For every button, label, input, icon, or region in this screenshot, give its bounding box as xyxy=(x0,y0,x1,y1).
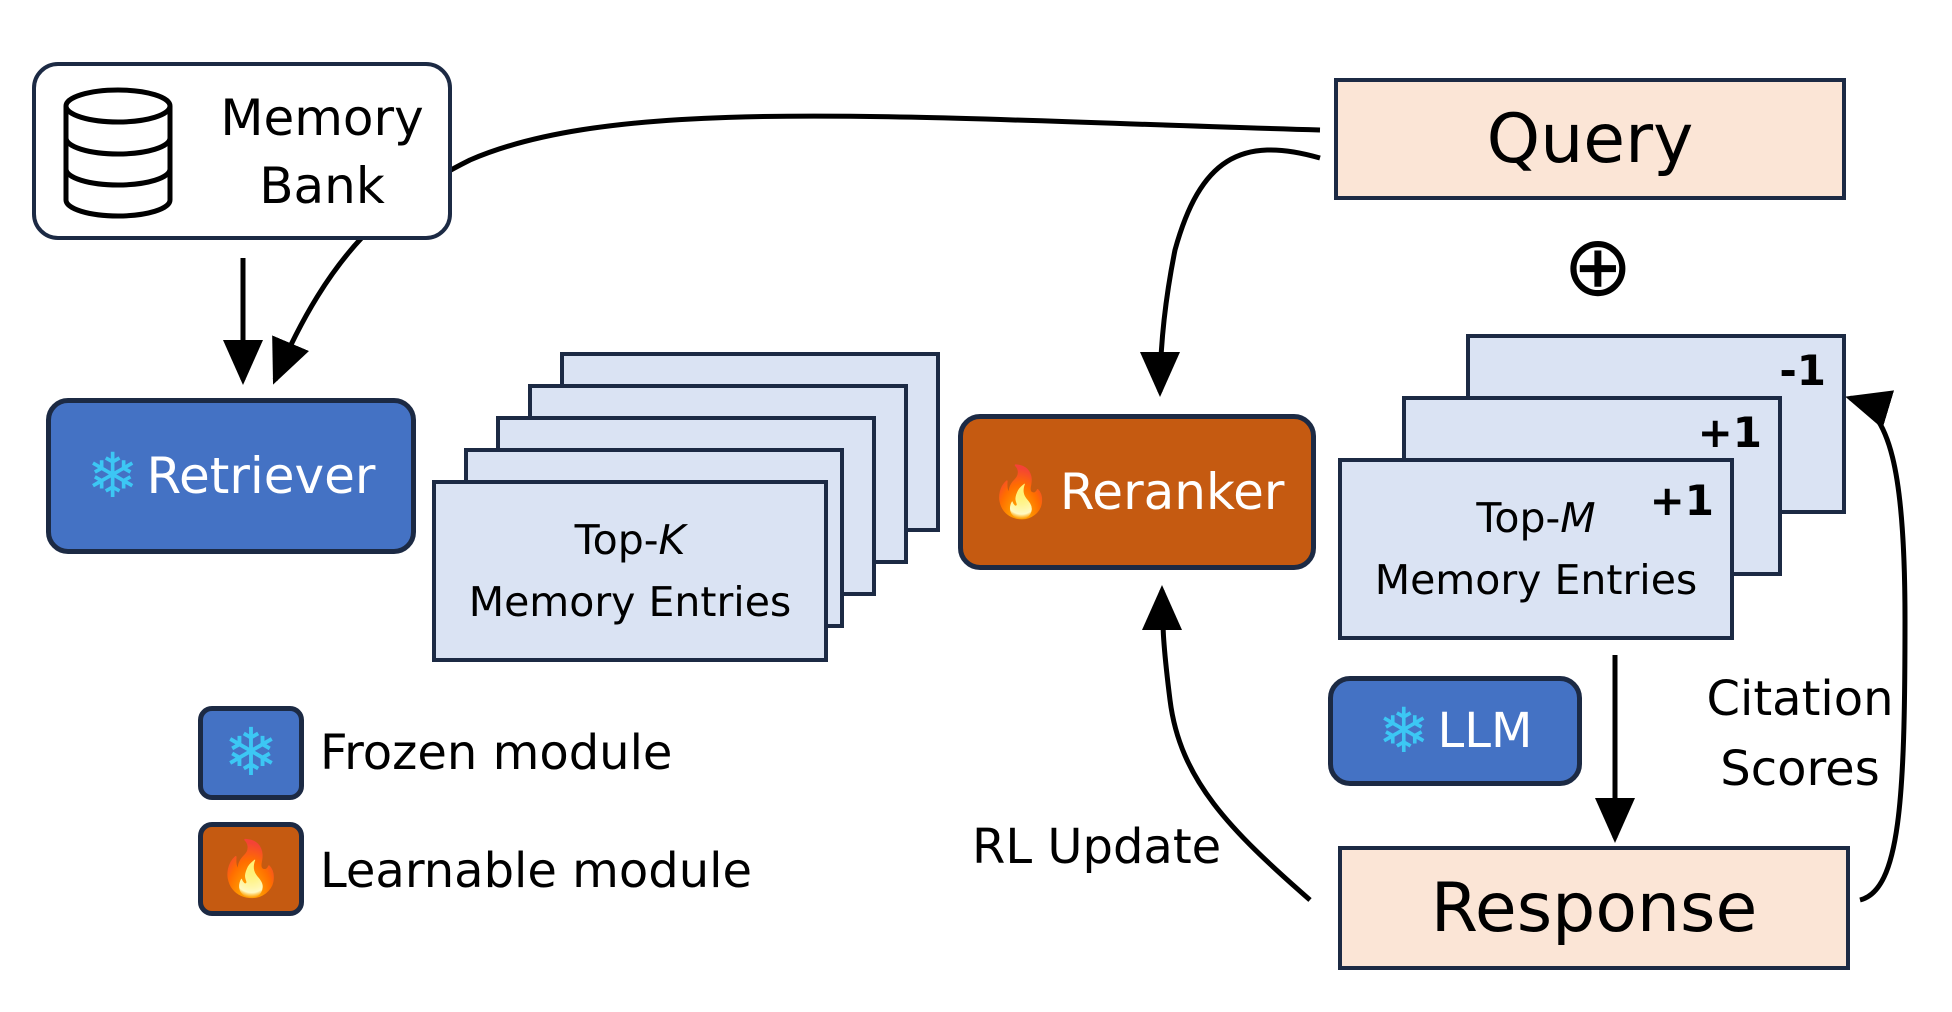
top-k-subtitle: Memory Entries xyxy=(468,578,792,626)
flame-icon: 🔥 xyxy=(217,837,285,900)
memory-bank-label: Memory Bank xyxy=(200,84,444,220)
snowflake-icon: ❄ xyxy=(223,714,279,791)
flame-icon: 🔥 xyxy=(989,463,1052,521)
legend-frozen-swatch: ❄ xyxy=(198,706,304,800)
arrow-response-to-reranker xyxy=(1142,585,1312,902)
top-m-subtitle: Memory Entries xyxy=(1374,556,1698,604)
response-label: Response xyxy=(1430,868,1758,948)
citation-scores-label: Citation Scores xyxy=(1690,664,1910,804)
top-m-score-2: +1 xyxy=(1697,408,1762,457)
reranker-label: Reranker xyxy=(1059,463,1285,521)
rl-update-label: RL Update xyxy=(972,819,1222,875)
memory-bank-line1: Memory xyxy=(220,89,424,147)
top-m-prefix: Top- xyxy=(1476,494,1561,542)
memory-bank-line2: Bank xyxy=(259,157,385,215)
citation-scores-line2: Scores xyxy=(1720,741,1880,797)
retriever-label: Retriever xyxy=(146,447,376,505)
legend-learnable-label: Learnable module xyxy=(320,843,753,899)
concat-symbol: ⊕ xyxy=(1562,217,1634,315)
citation-scores-line1: Citation xyxy=(1706,671,1894,727)
top-m-title: Top-M xyxy=(1476,487,1595,549)
response-box: Response xyxy=(1338,846,1850,970)
top-k-title: Top-K xyxy=(575,509,686,571)
snowflake-icon: ❄ xyxy=(1377,694,1430,767)
top-m-card-front: +1 Top-M Memory Entries xyxy=(1338,458,1734,640)
arrow-query-to-retriever xyxy=(272,113,1321,385)
llm-module: ❄ LLM xyxy=(1328,676,1582,786)
reranker-module: 🔥 Reranker xyxy=(958,414,1316,570)
top-m-var: M xyxy=(1560,494,1596,542)
query-box: Query xyxy=(1334,78,1846,200)
legend-frozen-label: Frozen module xyxy=(320,725,673,781)
memory-bank-box xyxy=(32,62,452,240)
database-icon xyxy=(63,87,173,219)
retriever-module: ❄ Retriever xyxy=(46,398,416,554)
llm-label: LLM xyxy=(1437,703,1533,759)
top-m-score-3: -1 xyxy=(1779,346,1826,395)
top-m-score-1: +1 xyxy=(1649,476,1714,525)
query-label: Query xyxy=(1486,99,1694,179)
arrow-response-to-scores xyxy=(1845,390,1908,903)
arrow-query-to-reranker xyxy=(1140,147,1321,397)
top-k-prefix: Top- xyxy=(574,516,659,564)
top-k-var: K xyxy=(658,516,686,564)
snowflake-icon: ❄ xyxy=(86,439,139,512)
legend-learnable-swatch: 🔥 xyxy=(198,822,304,916)
top-k-card-front: Top-K Memory Entries xyxy=(432,480,828,662)
